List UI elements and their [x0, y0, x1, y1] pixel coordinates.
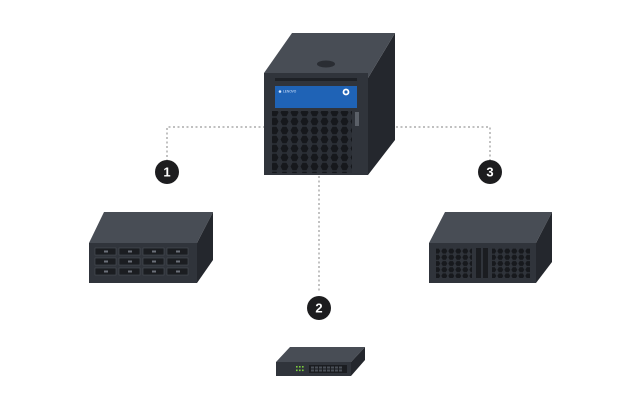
- rack-server-mesh-right: [492, 248, 530, 278]
- tower-front-panel: [275, 86, 357, 108]
- rack-server-drive-slot-2: [483, 248, 488, 278]
- rack-server-drive-slot-1: [476, 248, 481, 278]
- drive-bay-handles: [104, 250, 180, 273]
- badge-3-label: 3: [486, 165, 493, 180]
- rack-server-mesh-left: [436, 248, 472, 278]
- tower-top-face: [264, 33, 395, 78]
- switch-side-face: [351, 347, 365, 376]
- rack-server-side-face: [536, 212, 552, 283]
- storage-side-face: [197, 212, 213, 283]
- central-server-unit: LENOVO: [264, 33, 395, 175]
- switch-ports: [311, 366, 342, 372]
- badge-2: 2: [307, 296, 331, 320]
- rack-server-top-face: [429, 212, 552, 243]
- tower-mesh-grille: [272, 111, 352, 173]
- switch-port-block: [309, 365, 347, 373]
- tower-status-strip: [355, 112, 359, 126]
- tower-top-handle: [317, 60, 335, 68]
- connector-line-1: [166, 126, 265, 160]
- panel-brand-dot: [278, 90, 282, 93]
- badge-icon: [342, 88, 350, 96]
- rack-switch-icon: [276, 347, 365, 376]
- badge-2-label: 2: [315, 301, 322, 316]
- rack-server-icon: [429, 212, 552, 283]
- storage-top-face: [89, 212, 213, 243]
- connector-line-3: [387, 126, 491, 160]
- switch-status-leds: [296, 366, 304, 372]
- switch-top-face: [276, 347, 365, 362]
- connector-lines: [166, 126, 491, 292]
- panel-brand-text: LENOVO: [283, 90, 297, 94]
- storage-enclosure-icon: [89, 212, 213, 283]
- badge-1-label: 1: [163, 165, 170, 180]
- badge-3: 3: [478, 160, 502, 184]
- badge-1: 1: [155, 160, 179, 184]
- tower-top-vent: [275, 78, 357, 81]
- tower-side-face: [368, 33, 395, 175]
